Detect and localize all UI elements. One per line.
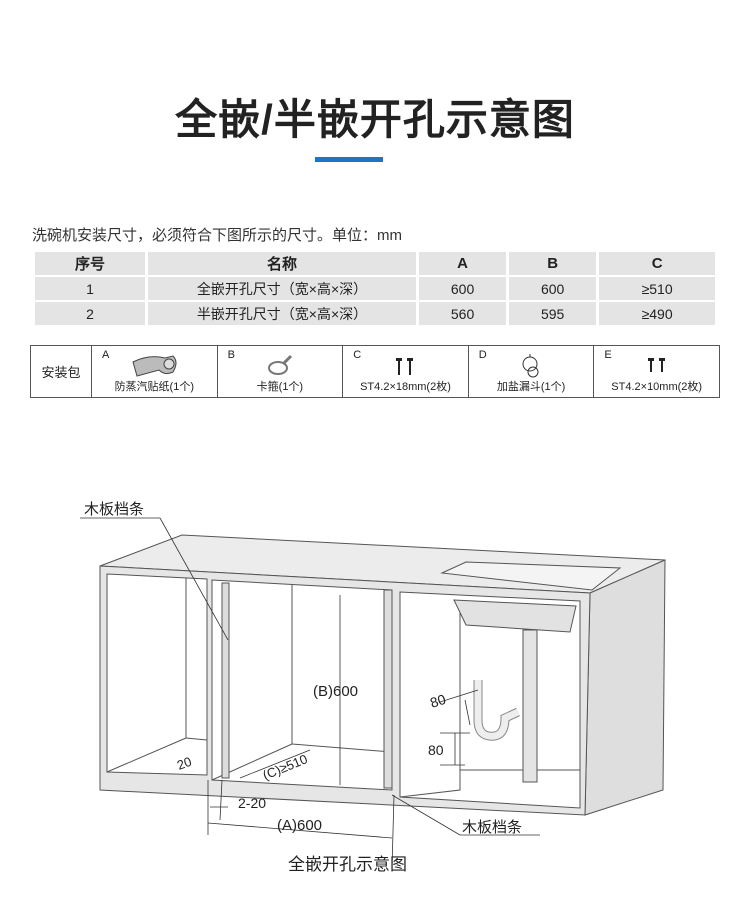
install-kit-table: 安装包 A 防蒸汽贴纸(1个) B 卡箍(1个) C ST4.2×18mm(2枚…: [30, 345, 720, 398]
wood-strip-label-bottom: 木板档条: [462, 818, 522, 836]
sticker-roll-icon: [132, 355, 177, 377]
screws-icon: [396, 358, 414, 375]
page-title: 全嵌/半嵌开孔示意图: [175, 96, 575, 143]
table-cell: 600: [419, 277, 507, 300]
kit-item: B 卡箍(1个): [216, 345, 344, 398]
install-note: 洗碗机安装尺寸，必须符合下图所示的尺寸。单位：mm: [32, 227, 402, 244]
kit-name: 卡箍(1个): [256, 381, 304, 393]
header-cell: B: [509, 252, 597, 275]
table-cell: 1: [35, 277, 145, 300]
table-row: 2 半嵌开孔尺寸（宽×高×深） 560 595 ≥490: [35, 302, 715, 325]
dimension-lines: [80, 517, 540, 869]
gap-dimension: 2-20: [238, 795, 266, 811]
table-cell: 2: [35, 302, 145, 325]
table-cell: 560: [419, 302, 507, 325]
kit-letter: B: [227, 349, 235, 361]
kit-letter: C: [353, 349, 362, 361]
kit-item: D 加盐漏斗(1个): [467, 345, 595, 398]
dimension-table: 序号 名称 A B C 1 全嵌开孔尺寸（宽×高×深） 600 600 ≥510…: [32, 250, 718, 327]
b-dimension: (B)600: [313, 683, 358, 700]
header-cell: 序号: [35, 252, 145, 275]
diagram-caption: 全嵌开孔示意图: [288, 855, 407, 874]
table-cell: ≥490: [599, 302, 715, 325]
kit-name: 防蒸汽贴纸(1个): [114, 381, 195, 393]
cabinet: [99, 534, 666, 816]
wood-strip-label-top: 木板档条: [84, 500, 144, 518]
table-cell: 600: [509, 277, 597, 300]
table-cell: 595: [509, 302, 597, 325]
a-dimension: (A)600: [277, 817, 322, 834]
pipe-dimension-2: 80: [428, 742, 444, 758]
kit-label: 安装包: [30, 345, 92, 398]
kit-letter: E: [604, 349, 612, 361]
kit-letter: A: [102, 349, 110, 361]
table-row: 1 全嵌开孔尺寸（宽×高×深） 600 600 ≥510: [35, 277, 715, 300]
title-underline: [315, 157, 383, 162]
kit-name: ST4.2×18mm(2枚): [360, 381, 451, 393]
screws-icon: [647, 358, 665, 372]
cutout-diagram: 木板档条 (B)600 (C)≥510 20 2-20 (A)600 80 80…: [80, 500, 666, 874]
table-cell: ≥510: [599, 277, 715, 300]
kit-item: C ST4.2×18mm(2枚): [342, 345, 469, 398]
header-cell: A: [419, 252, 507, 275]
kit-name: ST4.2×10mm(2枚): [611, 381, 703, 393]
table-cell: 半嵌开孔尺寸（宽×高×深）: [148, 302, 416, 325]
table-cell: 全嵌开孔尺寸（宽×高×深）: [148, 277, 416, 300]
salt-funnel-icon: [522, 354, 539, 378]
kit-letter: D: [478, 349, 487, 361]
clamp-icon: [267, 354, 292, 375]
kit-item: E ST4.2×10mm(2枚): [593, 345, 720, 398]
pipe-dimension-1: 80: [428, 691, 448, 711]
header-cell: C: [599, 252, 715, 275]
side-dimension: 20: [175, 754, 194, 773]
kit-name: 加盐漏斗(1个): [496, 381, 566, 393]
kit-item: A 防蒸汽贴纸(1个): [91, 345, 218, 398]
table-header-row: 序号 名称 A B C: [35, 252, 715, 275]
header-cell: 名称: [148, 252, 416, 275]
